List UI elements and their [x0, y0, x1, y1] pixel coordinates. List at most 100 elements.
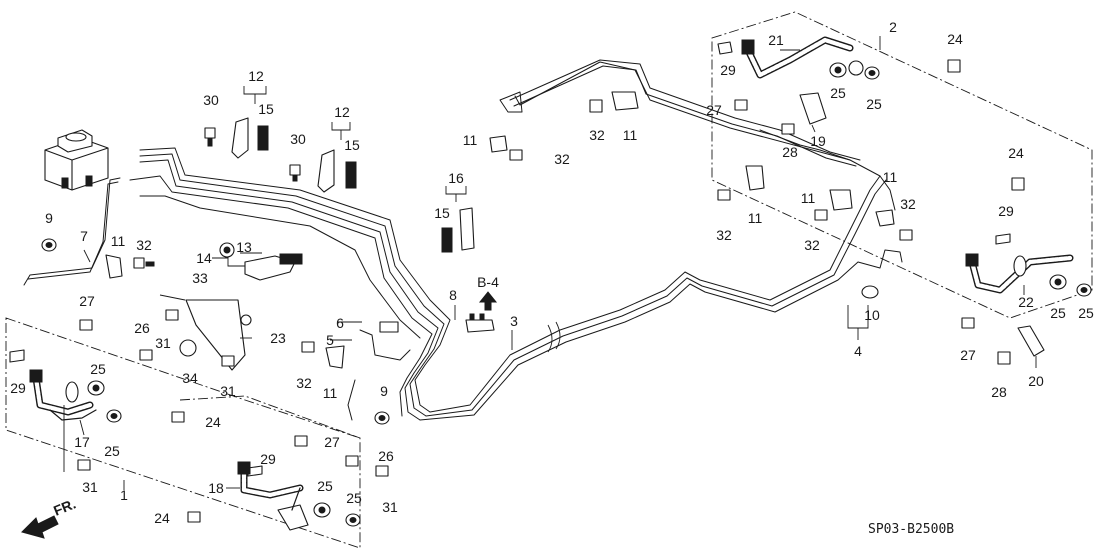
callout-18: 18 [208, 480, 224, 496]
break-mark-b [555, 321, 561, 350]
pipe-e [139, 195, 421, 339]
callout-1: 1 [120, 487, 128, 503]
bolt-32d [589, 99, 603, 113]
callout-29: 29 [260, 451, 276, 467]
callout-2: 2 [889, 19, 897, 35]
callout-29: 29 [998, 203, 1014, 219]
callout-11: 11 [323, 385, 338, 401]
bolt-26a [139, 349, 153, 361]
nut-34 [179, 339, 197, 357]
callout-numbers: 1 2 3 4 5 6 7 8 9 9 10 11 11 11 11 11 11… [10, 19, 1094, 526]
rear-right-box [711, 11, 1093, 319]
callout-31: 31 [82, 479, 98, 495]
brake-hoses [29, 36, 1074, 531]
washer-25c [1049, 274, 1067, 290]
washer-25h [345, 513, 361, 527]
rear-pipe-run [419, 61, 903, 421]
bolt-28a [781, 123, 795, 135]
bracket-19 [799, 92, 827, 125]
callout-31: 31 [220, 383, 236, 399]
callout-16: 16 [448, 170, 464, 186]
clip-11g [875, 209, 895, 227]
callout-6: 6 [336, 315, 344, 331]
callout-11: 11 [801, 190, 816, 206]
bolt-24c [171, 411, 185, 423]
up-arrow-icon [478, 291, 498, 311]
abs-cap-top [65, 132, 87, 142]
clip-29b [995, 233, 1011, 245]
callout-24: 24 [205, 414, 221, 430]
front-left-box-inner [179, 395, 361, 439]
bolt-24d [187, 511, 201, 523]
front-direction-label: FR. [51, 495, 78, 518]
pipe-a [139, 147, 451, 413]
washer-25g [313, 502, 331, 518]
washer-9a [41, 238, 57, 252]
callout-24: 24 [1008, 145, 1024, 161]
bolt-32f [814, 209, 828, 221]
callout-14: 14 [196, 250, 212, 266]
callout-5: 5 [326, 332, 334, 348]
front-arrow-icon [21, 515, 59, 539]
callout-25: 25 [90, 361, 106, 377]
upper-pipe-bend [499, 91, 523, 113]
callout-11: 11 [748, 210, 763, 226]
washer-9b [374, 411, 390, 425]
bolt-31c [77, 459, 91, 471]
callout-11: 11 [111, 233, 126, 249]
callout-31: 31 [155, 335, 171, 351]
upper-pipe-2 [513, 65, 857, 167]
bracket-20 [1017, 325, 1045, 357]
clip-11b [325, 345, 345, 369]
callout-15: 15 [344, 137, 360, 153]
bolt-31a [165, 309, 179, 321]
bolt-30b [289, 164, 301, 182]
callout-29: 29 [10, 380, 26, 396]
callout-32: 32 [716, 227, 732, 243]
callout-25: 25 [346, 490, 362, 506]
callout-9: 9 [380, 383, 388, 399]
bolt-27d [961, 317, 975, 329]
assembly-boxes [5, 11, 1093, 549]
callout-23: 23 [270, 330, 286, 346]
washer-25b [864, 66, 880, 80]
pipe-b [139, 153, 445, 417]
bolt-32c [509, 149, 523, 161]
callout-32: 32 [589, 127, 605, 143]
callout-27: 27 [324, 434, 340, 450]
pipe-9-link [347, 379, 356, 421]
clip-11f [829, 189, 853, 211]
abs-foot-1 [61, 177, 69, 189]
callout-13: 13 [236, 239, 252, 255]
callout-25: 25 [866, 96, 882, 112]
b4-arrow: B-4 [477, 274, 499, 311]
diagram-code: SP03-B2500B [868, 522, 954, 537]
callout-11: 11 [883, 169, 898, 185]
callout-22: 22 [1018, 294, 1034, 310]
bracket-23 [185, 299, 252, 371]
bolt-28b [997, 351, 1011, 365]
upper-pipe [499, 59, 861, 167]
pipe-j [879, 175, 896, 211]
callout-17: 17 [74, 434, 90, 450]
callout-3: 3 [510, 313, 518, 329]
callout-27: 27 [706, 102, 722, 118]
clip-b4 [465, 313, 495, 333]
callout-26: 26 [134, 320, 150, 336]
bolt-24a [947, 59, 961, 73]
washer-25f [106, 409, 122, 423]
callout-9: 9 [45, 210, 53, 226]
ref-b4-label: B-4 [477, 274, 499, 290]
pipe-5-6 [359, 329, 411, 361]
callout-7: 7 [80, 228, 88, 244]
upper-pipe-1 [509, 59, 861, 161]
bolt-24b [1011, 177, 1025, 191]
abs-modulator-unit [44, 129, 109, 191]
callout-33: 33 [192, 270, 208, 286]
callout-32: 32 [554, 151, 570, 167]
callout-19: 19 [810, 133, 826, 149]
callout-27: 27 [79, 293, 95, 309]
pipe-7 [23, 177, 121, 286]
callout-25: 25 [830, 85, 846, 101]
bolt-33 [219, 242, 235, 258]
